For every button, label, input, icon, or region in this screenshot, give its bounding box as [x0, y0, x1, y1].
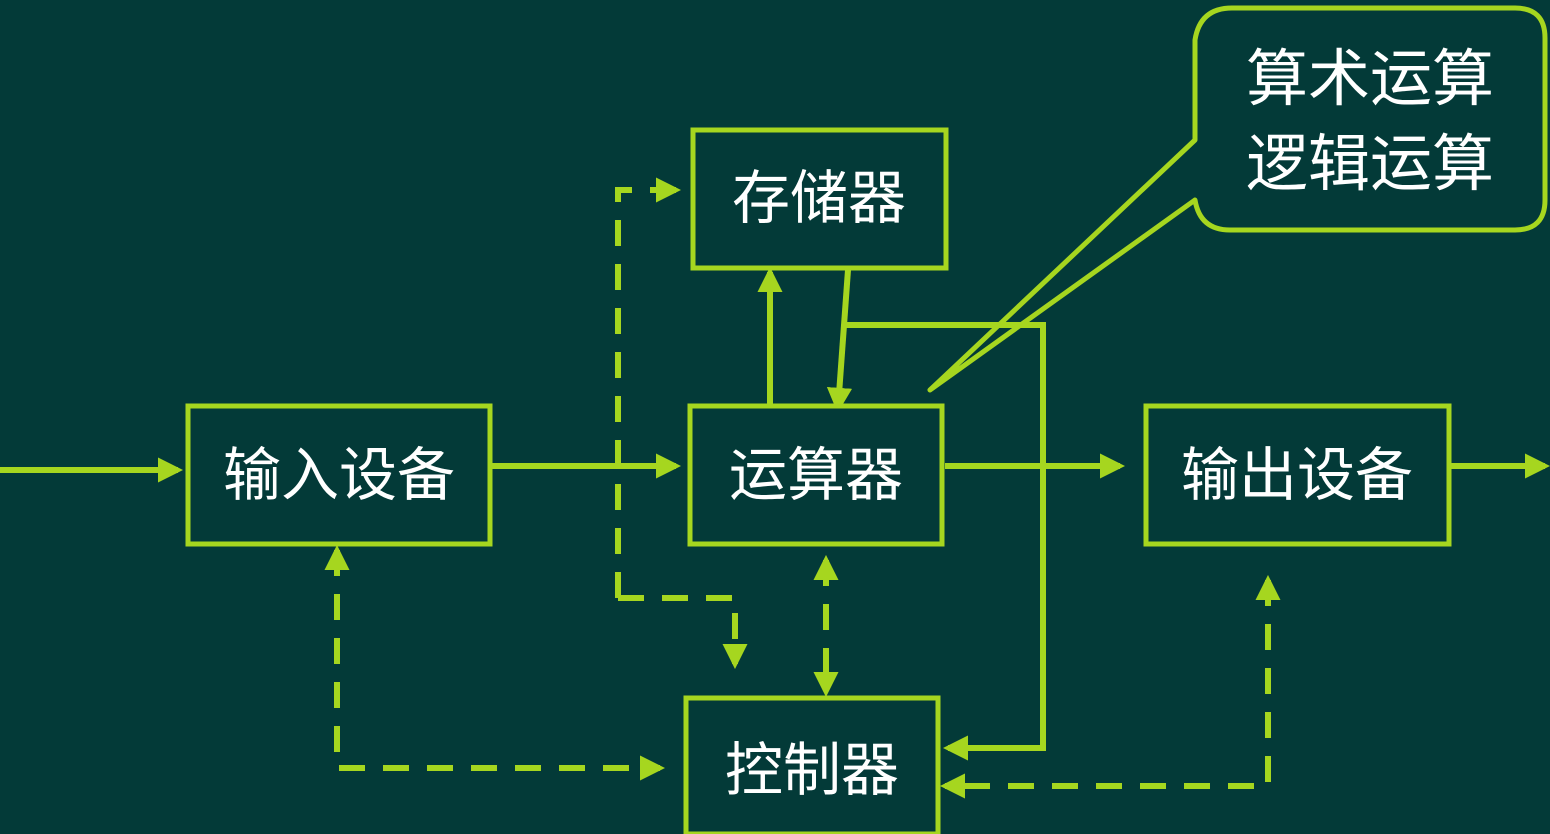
- alu-box: 运算器: [687, 403, 945, 547]
- memory-label: 存储器: [732, 164, 906, 232]
- output-control-bidirectional-dashed: [939, 574, 1281, 799]
- controller-label: 控制器: [725, 736, 899, 804]
- input-control-bidirectional-dashed: [324, 544, 666, 781]
- output-device-label: 输出设备: [1181, 441, 1413, 509]
- control-to-memory-dashed: [615, 177, 682, 598]
- input-device-label: 输入设备: [223, 441, 455, 509]
- callout-line-logic: 逻辑运算: [1246, 127, 1494, 200]
- output-device-box: 输出设备: [1143, 403, 1452, 547]
- memory-box: 存储器: [690, 127, 949, 271]
- callout-bubble: 算术运算 逻辑运算: [927, 5, 1548, 393]
- controller-box: 控制器: [683, 695, 941, 834]
- input-device-box: 输入设备: [185, 403, 493, 547]
- memory-feedback-to-control-dashed: [618, 595, 748, 670]
- alu-label: 运算器: [729, 441, 903, 509]
- memory-to-alu-arrow: [826, 269, 853, 414]
- callout-line-arithmetic: 算术运算: [1246, 42, 1494, 115]
